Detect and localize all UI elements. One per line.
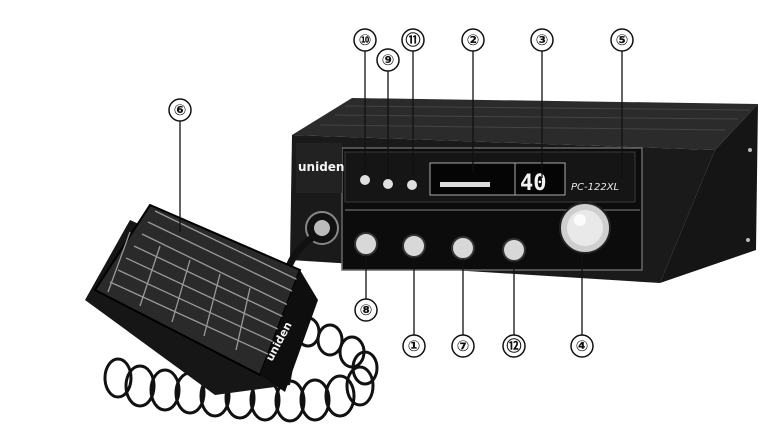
- callout-5-label: ⑤: [616, 31, 629, 49]
- knob-1: [402, 234, 426, 258]
- leader-lines: [179, 48, 623, 336]
- callout-7: ⑦: [451, 334, 475, 358]
- mic-ptt-side: [260, 270, 318, 392]
- callout-4: ④: [570, 334, 594, 358]
- callout-11-label: ⑪: [405, 31, 420, 49]
- callout-2: ②: [461, 28, 485, 52]
- callout-1: ①: [402, 334, 426, 358]
- callout-6: ⑥: [168, 98, 192, 122]
- mic-grille-lines: [107, 210, 299, 356]
- callout-4-label: ④: [576, 337, 589, 355]
- knob-12: [502, 238, 526, 262]
- radio-brand-label: uniden: [298, 160, 344, 174]
- callout-12-label: ⑫: [506, 337, 521, 355]
- callout-3-label: ③: [536, 31, 549, 49]
- callout-1-label: ①: [408, 337, 421, 355]
- callout-3: ③: [530, 28, 554, 52]
- indicator-lamps: [360, 175, 417, 190]
- lamp-10: [360, 175, 370, 185]
- lamp-11: [407, 180, 417, 190]
- channel-selector-knob: [559, 202, 611, 254]
- signal-meter-bar: [440, 182, 490, 187]
- brand-plate: [296, 143, 342, 193]
- radio-side-screws: [746, 148, 752, 242]
- callout-8: ⑧: [354, 298, 378, 322]
- callout-6-label: ⑥: [174, 101, 187, 119]
- callout-8-label: ⑧: [360, 301, 373, 319]
- microphone: uniden: [85, 203, 318, 395]
- callout-5: ⑤: [610, 28, 634, 52]
- callout-9-label: ⑨: [382, 51, 395, 69]
- callout-10-label: ⑩: [359, 31, 372, 49]
- model-label: PC-122XL: [571, 182, 619, 193]
- callout-11: ⑪: [401, 28, 425, 52]
- control-knobs: [354, 232, 526, 262]
- radio-top-surface: [292, 98, 758, 150]
- radio-right-side: [660, 104, 758, 283]
- callout-7-label: ⑦: [457, 337, 470, 355]
- lamp-9: [383, 179, 393, 189]
- callout-labels: ⑩ ⑨ ⑪ ② ③ ⑤ ⑥ ⑧: [168, 28, 634, 358]
- callout-9: ⑨: [376, 48, 400, 72]
- knob-8: [354, 232, 378, 256]
- callout-12: ⑫: [502, 334, 526, 358]
- callout-10: ⑩: [353, 28, 377, 52]
- callout-2-label: ②: [467, 31, 480, 49]
- radio-unit: uniden 40 PC-122XL: [290, 98, 758, 283]
- knob-7: [451, 236, 475, 260]
- channel-display-window: [514, 162, 566, 196]
- coiled-cord: [103, 316, 379, 423]
